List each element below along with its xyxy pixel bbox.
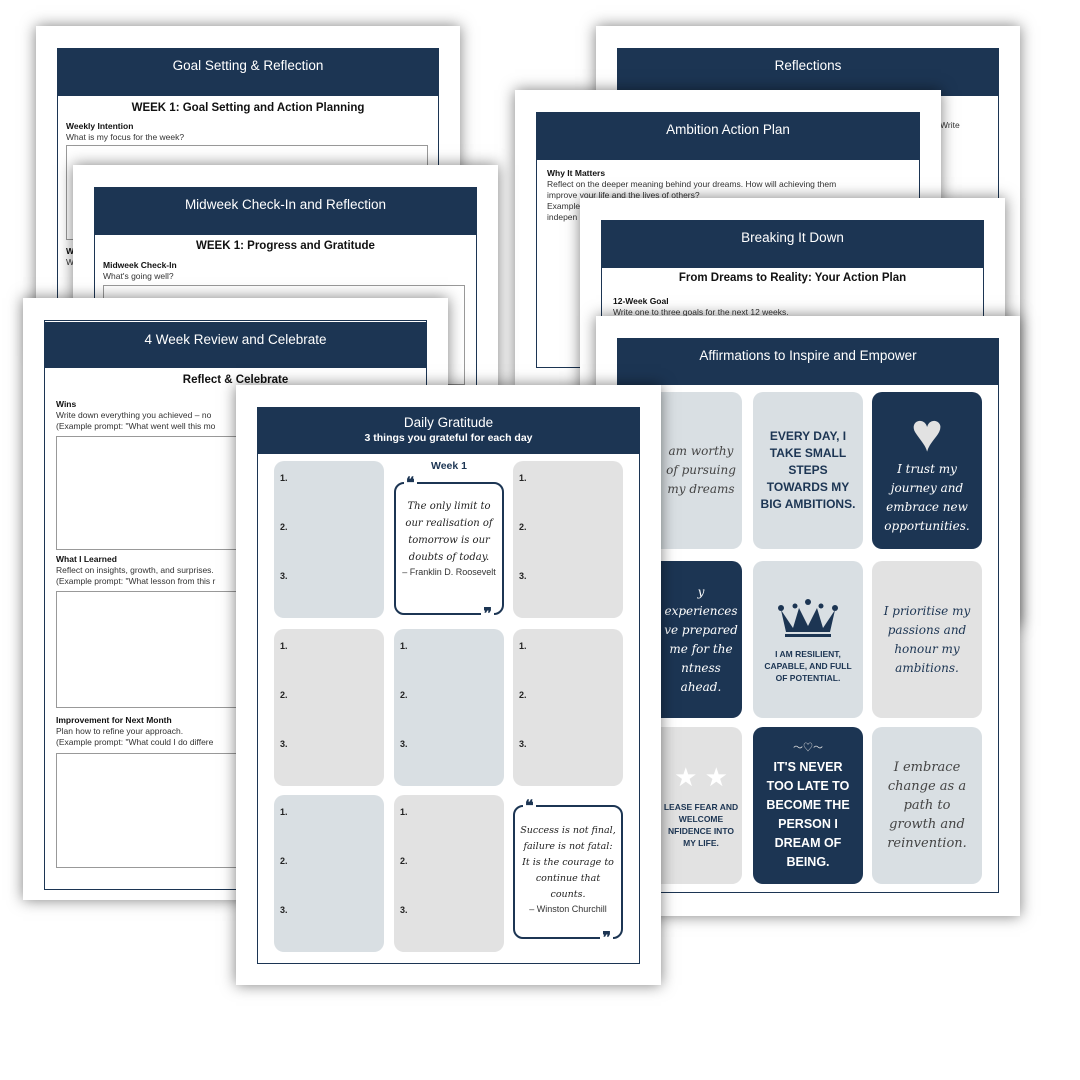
affirmation-text: am worthy of pursuing my dreams (666, 444, 736, 496)
affirmation-text: EVERY DAY, I TAKE SMALL STEPS TOWARDS MY… (760, 429, 856, 511)
section-prompt: Plan how to refine your approach. (56, 726, 184, 736)
gratitude-day-cell[interactable]: 1. 2. 3. (394, 795, 504, 952)
prompt-line: improve your life and the lives of other… (547, 190, 700, 200)
line-number: 2. (280, 856, 288, 866)
close-quote-icon: ❞ (600, 928, 613, 947)
page-affirmations: Affirmations to Inspire and Empower am w… (596, 316, 1020, 916)
open-quote-icon: ❝ (523, 796, 536, 815)
affirmation-card: I prioritise my passions and honour my a… (872, 561, 982, 718)
line-number: 2. (280, 690, 288, 700)
quote-author: – Franklin D. Roosevelt (402, 567, 496, 577)
section-prompt-fragment: W (66, 257, 75, 267)
section-label: 12-Week Goal (613, 296, 669, 306)
affirmation-card: EVERY DAY, I TAKE SMALL STEPS TOWARDS MY… (753, 392, 863, 549)
quote-card: ❝ The only limit to our realisation of t… (394, 475, 504, 622)
affirmation-text: I embrace change as a path to growth and… (887, 760, 967, 851)
line-number: 1. (280, 641, 288, 651)
line-number: 1. (400, 807, 408, 817)
line-number: 1. (280, 473, 288, 483)
page-subtitle: 3 things you grateful for each day (364, 432, 533, 444)
line-number: 1. (280, 807, 288, 817)
gratitude-day-cell[interactable]: 1. 2. 3. (274, 461, 384, 618)
line-number: 3. (280, 905, 288, 915)
line-number: 3. (519, 571, 527, 581)
line-number: 2. (280, 522, 288, 532)
prompt-line: Example (547, 201, 581, 211)
page-title: Midweek Check-In and Reflection (94, 187, 477, 235)
quote-text: The only limit to our realisation of tom… (405, 501, 493, 563)
section-example: (Example prompt: "What lesson from this … (56, 576, 216, 586)
gratitude-day-cell[interactable]: 1. 2. 3. (274, 795, 384, 952)
prompt-line: indepen (547, 212, 578, 222)
quote-card: ❝ Success is not final, failure is not f… (513, 798, 623, 946)
page-title: 4 Week Review and Celebrate (44, 322, 427, 368)
section-label: Wins (56, 399, 77, 409)
line-number: 2. (400, 690, 408, 700)
line-number: 2. (519, 690, 527, 700)
page-subtitle: From Dreams to Reality: Your Action Plan (678, 272, 907, 284)
page-title: Daily Gratitude (403, 415, 494, 430)
heart-icon: ♥ (910, 402, 944, 463)
section-prompt: Write one to three goals for the next 12… (613, 307, 789, 317)
page-title: Goal Setting & Reflection (57, 48, 439, 96)
page-header: Daily Gratitude 3 things you grateful fo… (257, 407, 640, 454)
section-example: (Example prompt: "What went well this mo (56, 421, 216, 431)
line-number: 1. (519, 473, 527, 483)
line-number: 3. (400, 739, 408, 749)
page-subtitle: Reflect & Celebrate (182, 374, 289, 386)
section-prompt: What is my focus for the week? (66, 132, 185, 142)
affirmation-card: 〜♡〜 IT'S NEVER TOO LATE TO BECOME THE PE… (753, 727, 863, 884)
line-number: 1. (400, 641, 408, 651)
open-quote-icon: ❝ (404, 473, 417, 492)
page-title: Breaking It Down (601, 220, 984, 268)
prompt-fragment: Write (940, 120, 960, 130)
page-title: Affirmations to Inspire and Empower (617, 338, 999, 385)
crown-icon (778, 598, 838, 637)
section-label: Weekly Intention (66, 121, 134, 131)
page-title: Reflections (617, 48, 999, 96)
section-label: What I Learned (56, 554, 117, 564)
line-number: 3. (519, 739, 527, 749)
line-number: 3. (400, 905, 408, 915)
affirmation-text: IT'S NEVER TOO LATE TO BECOME THE PERSON… (766, 760, 850, 869)
gratitude-day-cell[interactable]: 1. 2. 3. (274, 629, 384, 786)
section-label: Why It Matters (547, 168, 606, 178)
affirmation-card: I AM RESILIENT, CAPABLE, AND FULL OF POT… (753, 561, 863, 718)
quote-author: – Winston Churchill (529, 904, 607, 914)
quote-text: Success is not final, failure is not fat… (520, 825, 616, 900)
stars-icon: ★ ★ (674, 761, 728, 792)
section-label: Midweek Check-In (103, 260, 177, 270)
section-prompt: What's going well? (103, 271, 174, 281)
line-number: 2. (519, 522, 527, 532)
prompt-line: Reflect on the deeper meaning behind you… (547, 179, 837, 189)
line-number: 3. (280, 739, 288, 749)
section-example: (Example prompt: "What could I do differ… (56, 737, 214, 747)
section-label: Improvement for Next Month (56, 715, 172, 725)
affirmation-text: I trust my journey and embrace new oppor… (884, 461, 970, 533)
affirmation-text: I AM RESILIENT, CAPABLE, AND FULL OF POT… (764, 648, 852, 683)
close-quote-icon: ❞ (481, 604, 494, 623)
affirmation-text: LEASE FEAR AND WELCOME NFIDENCE INTO MY … (663, 801, 739, 848)
affirmation-card: I embrace change as a path to growth and… (872, 727, 982, 884)
week-label: Week 1 (431, 460, 467, 472)
section-prompt: Reflect on insights, growth, and surpris… (56, 565, 214, 575)
line-number: 2. (400, 856, 408, 866)
section-label-fragment: W (66, 246, 75, 256)
line-number: 3. (280, 571, 288, 581)
affirmation-text: y experiences ve prepared me for the ntn… (664, 584, 738, 694)
section-prompt: Write down everything you achieved – no (56, 410, 212, 420)
affirmation-text: I prioritise my passions and honour my a… (883, 603, 971, 675)
heart-flourish-icon: 〜♡〜 (793, 743, 823, 754)
page-subtitle: WEEK 1: Goal Setting and Action Planning (131, 102, 365, 114)
line-number: 1. (519, 641, 527, 651)
gratitude-day-cell[interactable]: 1. 2. 3. (513, 629, 623, 786)
page-subtitle: WEEK 1: Progress and Gratitude (196, 240, 375, 252)
page-title: Ambition Action Plan (536, 112, 920, 160)
page-daily-gratitude: Daily Gratitude 3 things you grateful fo… (236, 385, 661, 985)
gratitude-day-cell[interactable]: 1. 2. 3. (513, 461, 623, 618)
gratitude-day-cell[interactable]: 1. 2. 3. (394, 629, 504, 786)
affirmation-card: ♥ I trust my journey and embrace new opp… (872, 392, 982, 549)
